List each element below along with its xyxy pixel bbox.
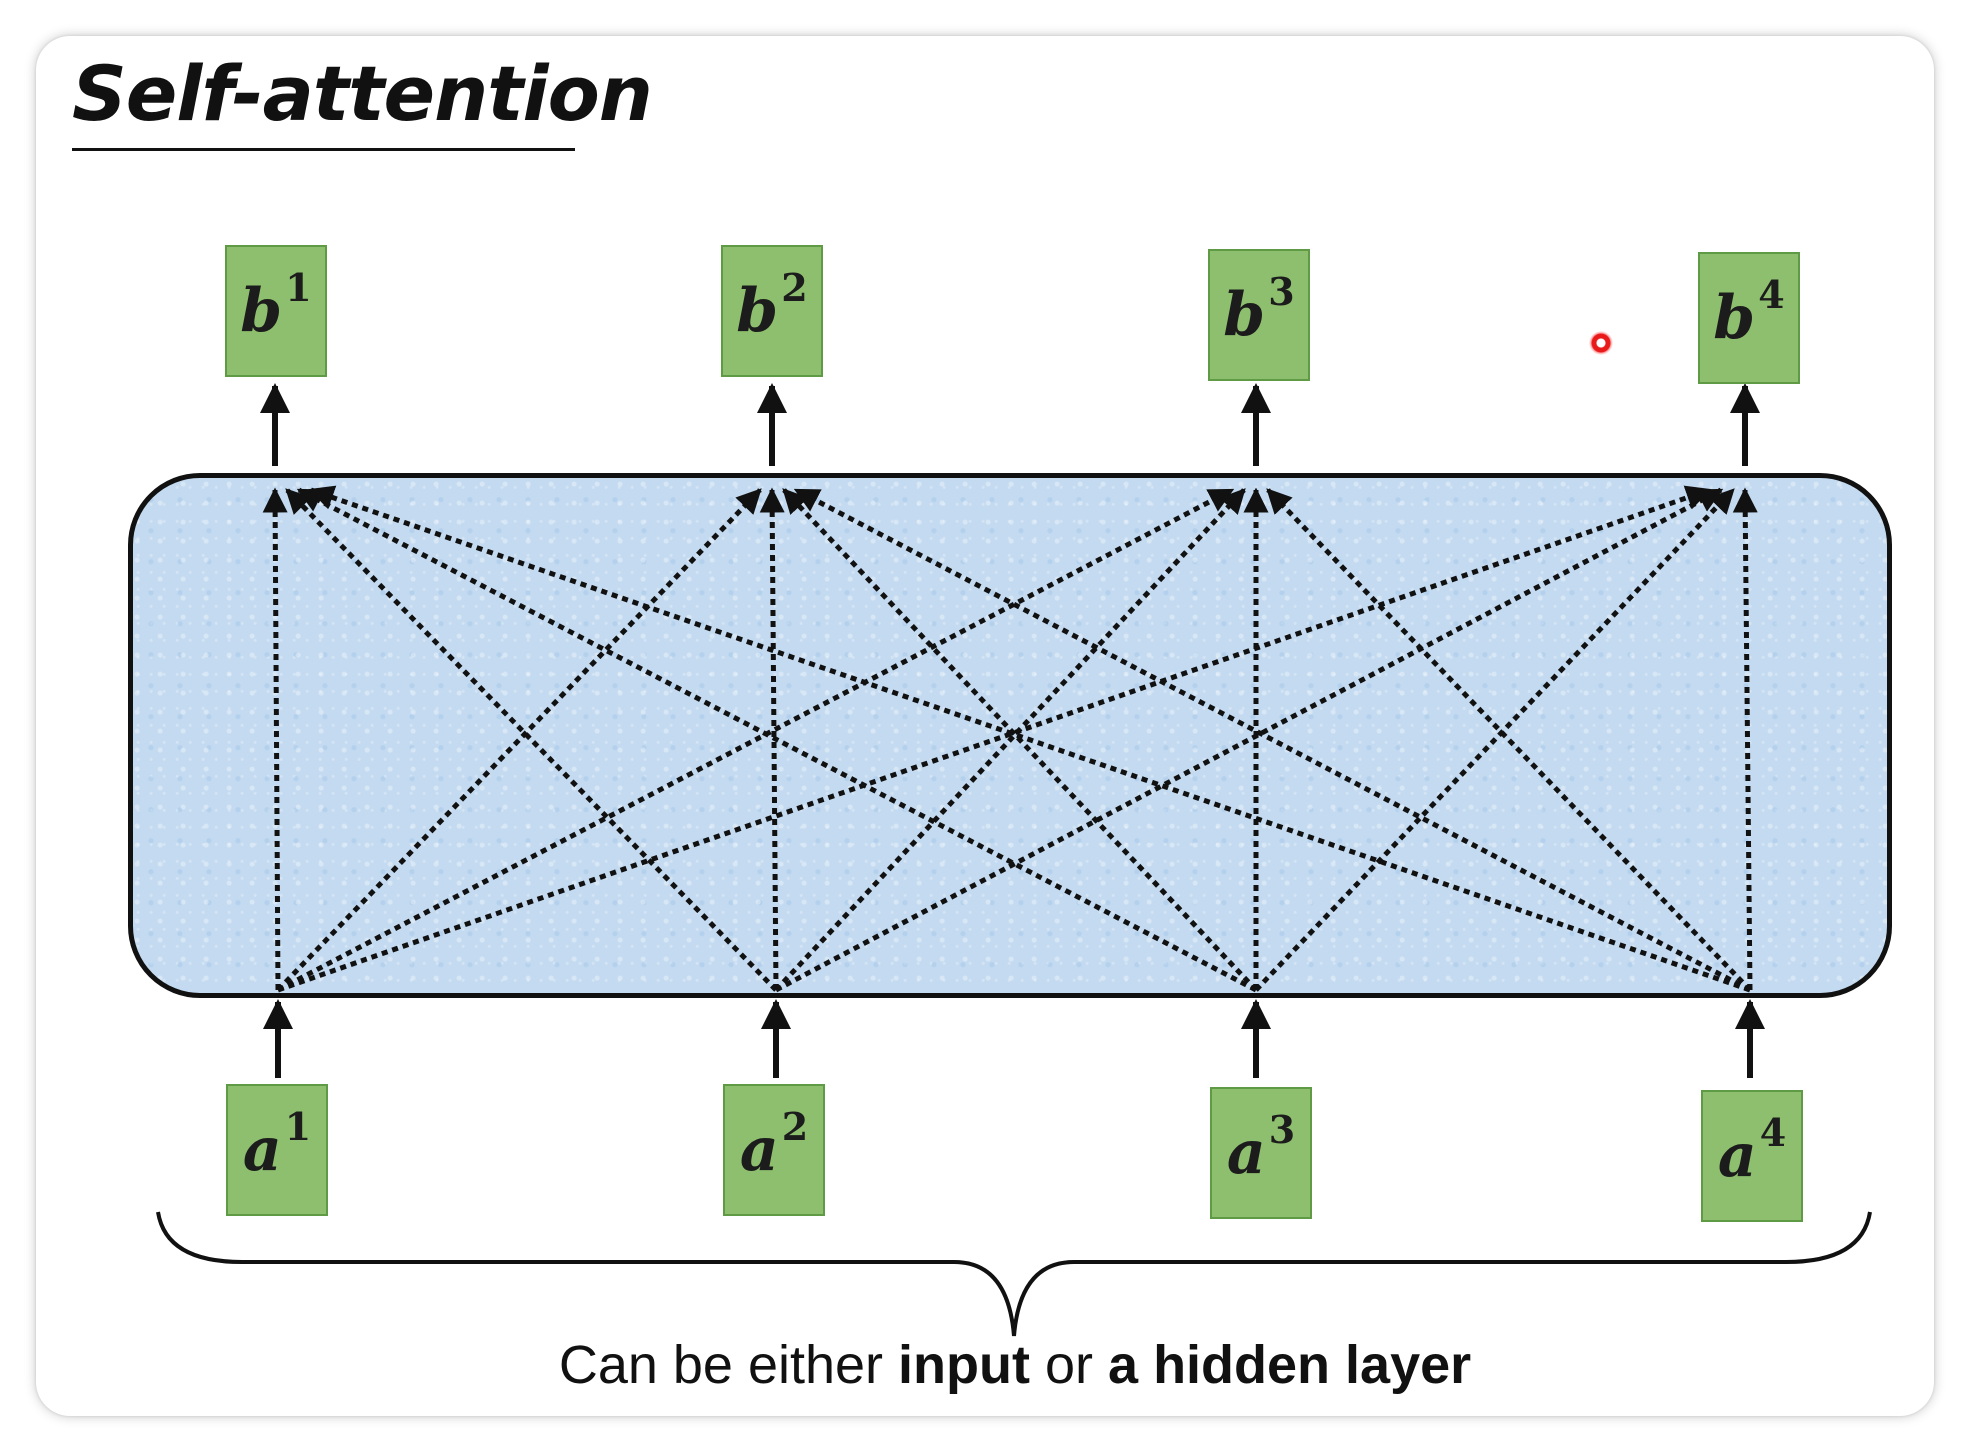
vector-letter: b <box>736 276 779 346</box>
caption-hidden-layer: a hidden layer <box>1108 1335 1472 1395</box>
vector-index: 3 <box>1268 1106 1296 1152</box>
vector-letter: b <box>240 276 283 346</box>
caption-text-1: Can be either <box>558 1335 899 1395</box>
brace-caption: Can be either input or a hidden layer <box>0 1338 1970 1392</box>
caption-input: input <box>898 1335 1030 1395</box>
title-underline <box>72 148 575 151</box>
vector-letter: a <box>1717 1121 1757 1191</box>
vector-index: 2 <box>781 1103 809 1149</box>
laser-pointer-dot <box>1589 331 1613 355</box>
vector-index: 2 <box>781 264 808 310</box>
vector-letter: b <box>1713 283 1756 353</box>
caption-text-2: or <box>1030 1335 1109 1395</box>
vector-letter: a <box>242 1115 282 1185</box>
vector-letter: a <box>739 1115 779 1185</box>
vector-index: 1 <box>284 1103 312 1149</box>
vector-letter: b <box>1223 280 1266 350</box>
self-attention-layer <box>128 473 1892 998</box>
vector-index: 1 <box>285 264 312 310</box>
vector-index: 4 <box>1759 1109 1787 1155</box>
vector-letter: a <box>1226 1118 1266 1188</box>
vector-index: 3 <box>1268 268 1295 314</box>
vector-index: 4 <box>1758 271 1785 317</box>
slide-title: Self-attention <box>72 49 653 138</box>
